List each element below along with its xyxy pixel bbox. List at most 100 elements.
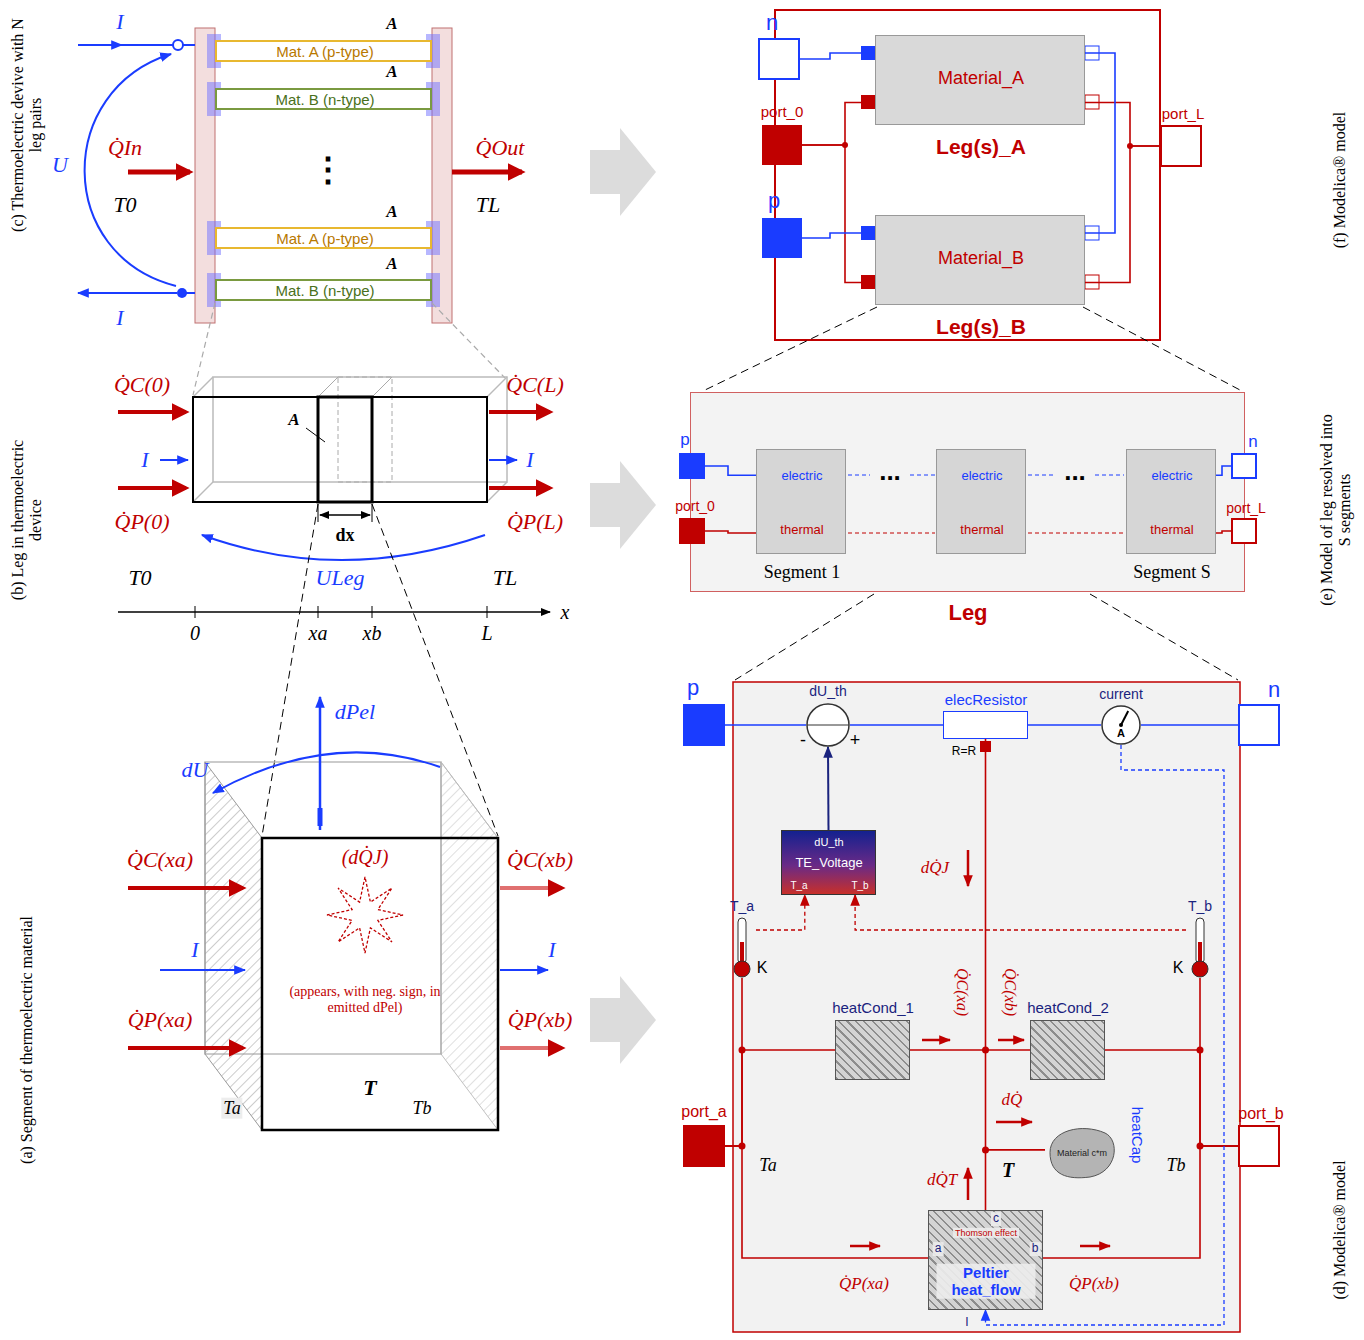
label: I	[191, 937, 198, 962]
node-text: n	[1248, 432, 1257, 452]
label: Tb	[1166, 1155, 1185, 1176]
label: (c) Thermoelectric devive with N leg pai…	[9, 13, 46, 238]
heat-capacitor: Material c*mheatCap	[1045, 1125, 1120, 1180]
node-text: port_0	[761, 103, 804, 120]
node-text: p	[768, 188, 780, 213]
label: dQ̇J	[921, 858, 949, 878]
label: xb	[363, 622, 382, 645]
connector	[705, 466, 756, 475]
label: T	[363, 1075, 376, 1100]
label: U	[52, 152, 68, 177]
segment-block: electricthermal	[936, 449, 1026, 554]
node-text: Thomson effect	[953, 1228, 1019, 1238]
temperature-sensor: T_bK	[1186, 918, 1214, 978]
node-text: port_L	[1226, 500, 1266, 516]
label: Q̇P(0)	[115, 509, 170, 534]
node-text: I	[965, 1316, 968, 1330]
node-text: p	[680, 430, 689, 450]
connector	[1028, 724, 1101, 726]
model-block: Material_ALeg(s)_A	[875, 35, 1085, 125]
node-text: port_a	[681, 1103, 726, 1121]
port-square: port_L	[1160, 125, 1202, 167]
node-text: +	[850, 730, 861, 751]
node-text: T_a	[730, 898, 754, 914]
port-square: n	[758, 38, 800, 80]
connector	[1085, 146, 1160, 283]
connector	[855, 895, 1186, 930]
port-square: p	[762, 218, 802, 258]
node-text: p	[687, 675, 699, 700]
connector	[1085, 103, 1160, 147]
node-text: K	[757, 959, 768, 977]
node-text: K	[1173, 959, 1184, 977]
label: (f) Modelica® model	[1331, 112, 1349, 249]
node-text: T_b	[1188, 898, 1212, 914]
node-text: Material c*m	[1057, 1148, 1107, 1158]
connector	[910, 1049, 1030, 1051]
label: ⋮	[311, 150, 345, 189]
node-text: current	[1099, 686, 1143, 702]
segment-block: electricthermalSegment 1	[756, 449, 846, 554]
connector	[827, 747, 830, 830]
node-text: A	[1117, 727, 1125, 740]
leg-bar: Mat. A (p-type)	[215, 40, 432, 62]
port-square: port_b	[1238, 1125, 1280, 1167]
node-text: electric	[1151, 469, 1192, 484]
node-text: Material_A	[938, 68, 1024, 89]
node-text: Mat. B (n-type)	[275, 282, 374, 299]
label: T	[1002, 1159, 1014, 1182]
node-text: port_L	[1162, 105, 1205, 122]
connector	[802, 103, 875, 146]
connector	[725, 978, 742, 1146]
node-text: Mat. A (p-type)	[276, 43, 374, 60]
voltage-source: dU_th-+	[806, 703, 850, 747]
connector	[1141, 724, 1238, 726]
connector	[725, 724, 806, 726]
node-text: R=R	[952, 745, 976, 759]
node-text: dU_th	[809, 683, 846, 699]
resistor: elecResistorR=R	[943, 711, 1028, 739]
connector	[756, 895, 805, 930]
thermo-symbol	[728, 918, 756, 978]
node-text: Leg	[948, 600, 987, 625]
label: Q̇C(xa)	[127, 847, 193, 872]
port-square: p	[679, 453, 705, 479]
meter-symbol	[1101, 705, 1141, 745]
label: Q̇P(xa)	[839, 1274, 889, 1294]
node-text: a	[933, 1242, 944, 1256]
label: Q̇P(xa)	[128, 1007, 193, 1032]
connector	[986, 739, 1046, 1150]
label: (appears, with neg. sign, in emitted dPe…	[278, 984, 453, 1016]
node-text: elecResistor	[945, 691, 1028, 708]
thermo-symbol	[1186, 918, 1214, 978]
node-text: n	[1268, 677, 1280, 702]
label: ...	[1064, 457, 1086, 487]
label: A	[386, 14, 397, 34]
label: Q̇C(0)	[114, 372, 170, 397]
node-text: thermal	[1150, 523, 1193, 538]
port-square: p	[683, 704, 725, 746]
node-text: heatCap	[1128, 1107, 1145, 1164]
port-square: n	[1238, 704, 1280, 746]
leg-model-box: Legpport_0electricthermalSegment 1electr…	[690, 392, 1245, 592]
port-square: port_0	[679, 518, 705, 544]
node-text: T_a	[790, 880, 807, 892]
connector	[986, 1150, 1046, 1210]
label: ULeg	[316, 565, 365, 590]
label: A	[386, 62, 397, 82]
label: T0	[128, 565, 151, 590]
label: dQ̇T	[927, 1170, 957, 1190]
connector	[1216, 466, 1231, 475]
leg-bar: Mat. B (n-type)	[215, 88, 432, 110]
node-text: n	[766, 10, 778, 35]
connector	[725, 1050, 835, 1146]
node-text: port_0	[675, 498, 715, 514]
label: Ta	[759, 1155, 776, 1176]
model-block: Material_BLeg(s)_B	[875, 215, 1085, 305]
circle-symbol	[806, 703, 850, 747]
connector	[850, 724, 943, 726]
label: A	[386, 254, 397, 274]
node-text: Segment S	[1133, 562, 1211, 583]
node-text: Leg(s)_B	[936, 315, 1026, 339]
